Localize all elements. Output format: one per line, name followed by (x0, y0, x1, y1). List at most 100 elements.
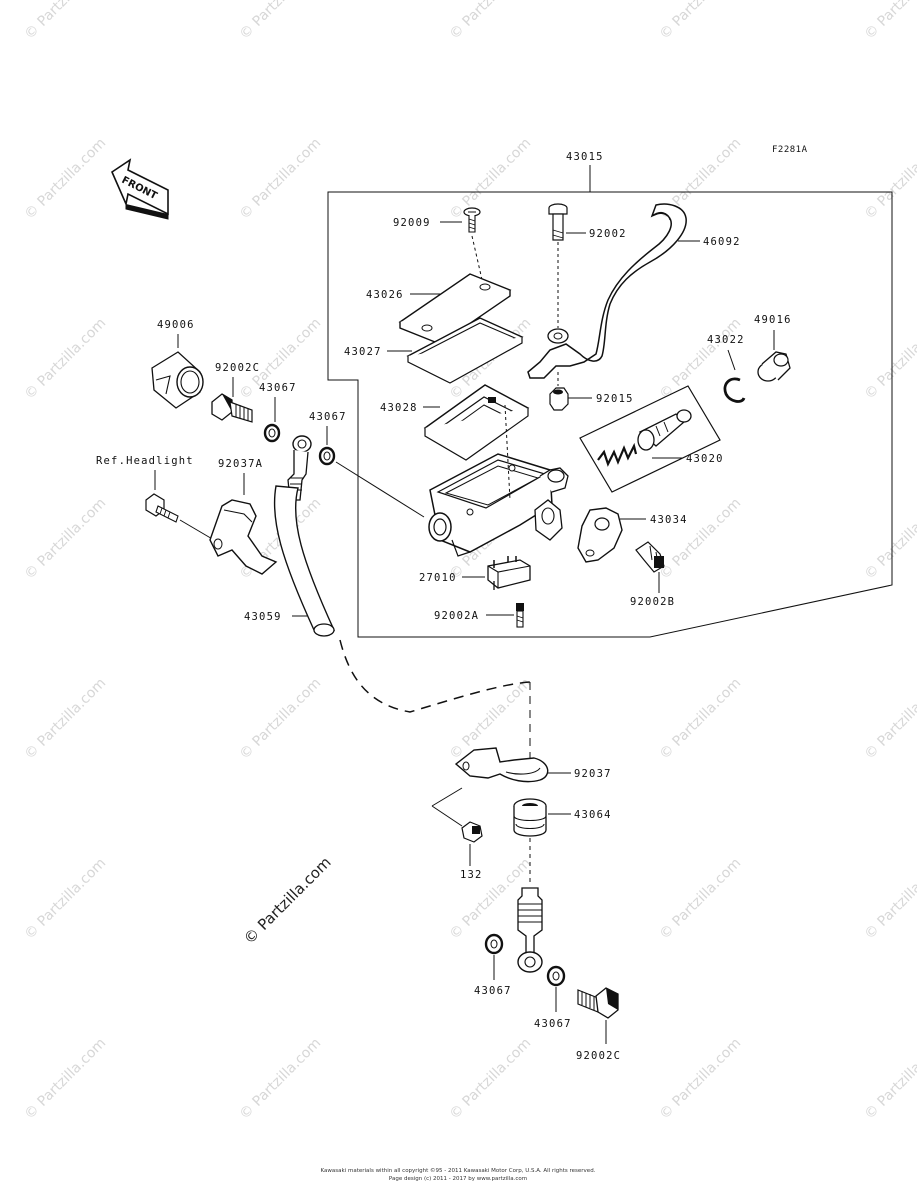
part-label-92002: 92002 (589, 228, 627, 240)
watermark: © Partzilla.com (862, 675, 917, 763)
part-label-43015: 43015 (566, 151, 604, 163)
part-label-49006: 49006 (157, 319, 195, 331)
front-arrow-icon: FRONT (110, 158, 169, 220)
leader-line (471, 235, 484, 285)
part-label-43022: 43022 (707, 334, 745, 346)
watermark: © Partzilla.com (657, 1035, 745, 1123)
reservoir-cap (398, 273, 512, 345)
banjo-bolt (211, 393, 253, 423)
watermark: © Partzilla.com (237, 1035, 325, 1123)
part-label-43067-a: 43067 (259, 382, 297, 394)
watermark: © Partzilla.com (447, 135, 535, 223)
hose-clamp (209, 499, 278, 575)
part-label-49016: 49016 (754, 314, 792, 326)
part-label-92002C-bottom: 92002C (576, 1050, 621, 1062)
footer-page-design: Page design (c) 2011 - 2017 by www.partz… (389, 1176, 527, 1182)
part-label-43028: 43028 (380, 402, 418, 414)
diaphragm (423, 384, 530, 461)
screw-icon (463, 207, 481, 233)
holder-clamp (577, 507, 623, 563)
dust-boot (757, 351, 791, 382)
leader-line (431, 787, 463, 827)
circlip-icon (723, 377, 746, 403)
watermark: © Partzilla.com (657, 0, 745, 43)
part-label-92002B: 92002B (630, 596, 675, 608)
part-label-43067-d: 43067 (534, 1018, 572, 1030)
part-label-92009: 92009 (393, 217, 431, 229)
bolt-icon (461, 821, 483, 843)
watermark: © Partzilla.com (22, 495, 110, 583)
part-label-92037: 92037 (574, 768, 612, 780)
watermark: © Partzilla.com (862, 0, 917, 43)
assembly-outline (327, 191, 893, 638)
part-label-132: 132 (460, 869, 483, 881)
piston (637, 409, 692, 451)
watermark: © Partzilla.com (447, 1035, 535, 1123)
hose-route-line (339, 639, 531, 713)
watermark: © Partzilla.com (657, 495, 745, 583)
leader-line (335, 461, 425, 518)
part-label-92037A: 92037A (218, 458, 263, 470)
part-label-43059: 43059 (244, 611, 282, 623)
watermark: © Partzilla.com (237, 135, 325, 223)
watermark: © Partzilla.com (657, 675, 745, 763)
hose-fitting (517, 887, 543, 973)
watermark-grid: © Partzilla.com © Partzilla.com © Partzi… (22, 0, 917, 1123)
part-label-43067-b: 43067 (309, 411, 347, 423)
watermark: © Partzilla.com (22, 675, 110, 763)
hose-clamp (454, 747, 549, 783)
brake-hose (273, 435, 336, 637)
pivot-bolt (548, 203, 568, 241)
master-cylinder-body (428, 453, 569, 557)
watermark: © Partzilla.com (22, 315, 110, 403)
watermark-large: © Partzilla.com (240, 853, 335, 948)
part-label-43027: 43027 (344, 346, 382, 358)
part-label-43026: 43026 (366, 289, 404, 301)
headlight-bolt (145, 493, 179, 523)
watermark: © Partzilla.com (657, 855, 745, 943)
part-label-46092: 46092 (703, 236, 741, 248)
watermark: © Partzilla.com (237, 0, 325, 43)
reservoir-plate (406, 317, 524, 384)
leader-line (727, 349, 736, 371)
part-label-43034: 43034 (650, 514, 688, 526)
washer-icon (546, 965, 566, 987)
watermark: © Partzilla.com (447, 0, 535, 43)
screw-icon (516, 603, 524, 628)
part-label-43064: 43064 (574, 809, 612, 821)
part-label-27010: 27010 (419, 572, 457, 584)
part-label-92002C-top: 92002C (215, 362, 260, 374)
footer-copyright: Kawasaki materials within all copyright … (321, 1167, 596, 1174)
watermark: © Partzilla.com (22, 135, 110, 223)
watermark: © Partzilla.com (862, 855, 917, 943)
banjo-bolt (577, 987, 619, 1019)
washer-icon (263, 423, 281, 443)
watermark: © Partzilla.com (22, 1035, 110, 1123)
washer-icon (484, 933, 504, 955)
washer-icon (318, 446, 336, 466)
leader-line (504, 404, 511, 501)
watermark: © Partzilla.com (22, 855, 110, 943)
bolt-icon (635, 541, 665, 573)
watermark: © Partzilla.com (862, 135, 917, 223)
part-label-92002A: 92002A (434, 610, 479, 622)
watermark: © Partzilla.com (237, 675, 325, 763)
cover-cap (151, 351, 204, 409)
spring-icon (597, 442, 638, 467)
watermark: © Partzilla.com (862, 1035, 917, 1123)
part-label-92015: 92015 (596, 393, 634, 405)
grommet (513, 798, 547, 837)
clutch-lever (527, 203, 687, 379)
lock-nut-icon (549, 387, 569, 411)
switch (487, 556, 531, 590)
part-label-43020: 43020 (686, 453, 724, 465)
leader-line (179, 519, 215, 541)
watermark: © Partzilla.com (862, 315, 917, 403)
watermark: © Partzilla.com (862, 495, 917, 583)
figure-code: F2281A (772, 145, 808, 155)
ref-headlight-label: Ref.Headlight (96, 455, 194, 467)
part-label-43067-c: 43067 (474, 985, 512, 997)
piston-kit-box (579, 385, 721, 493)
watermark: © Partzilla.com (22, 0, 110, 43)
